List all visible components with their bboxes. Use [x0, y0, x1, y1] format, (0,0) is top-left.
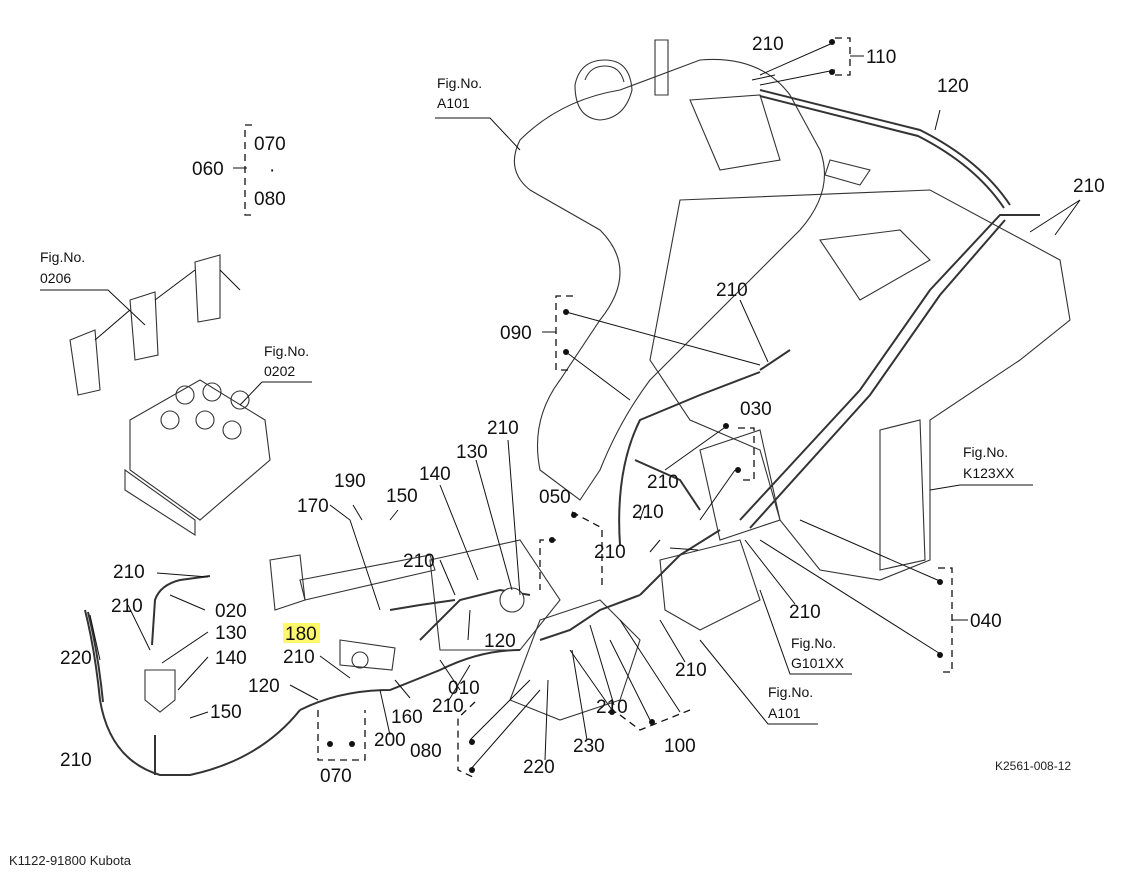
callout-210: 210: [432, 696, 464, 717]
callout-120: 120: [937, 76, 969, 97]
figure-ref-a101-top: Fig.No. A101: [437, 75, 482, 111]
callout-160: 160: [391, 707, 423, 728]
callout-190: 190: [334, 471, 366, 492]
callout-210: 210: [596, 697, 628, 718]
callout-230: 230: [573, 736, 605, 757]
callout-210: 210: [675, 660, 707, 681]
figure-ref-0202: Fig.No. 0202: [264, 343, 309, 379]
figure-ref-line1: Fig.No.: [40, 249, 85, 265]
callout-210: 210: [716, 280, 748, 301]
leader-lines: [40, 37, 1081, 779]
figure-ref-line2: A101: [437, 95, 470, 111]
figure-ref-0206: Fig.No. 0206: [40, 249, 85, 286]
callout-220: 220: [523, 757, 555, 778]
callout-080: 080: [410, 741, 442, 762]
callout-120: 120: [484, 631, 516, 652]
callout-070: 070: [320, 766, 352, 787]
callout-210: 210: [789, 602, 821, 623]
callout-210: 210: [111, 596, 143, 617]
diagram-caption: K1122-91800 Kubota: [9, 853, 131, 868]
callout-080: 080: [254, 189, 286, 210]
figure-ref-line1: Fig.No.: [963, 444, 1008, 460]
figure-ref-line1: Fig.No.: [791, 635, 836, 651]
callout-180-highlighted: 180: [285, 624, 317, 645]
figure-ref-g101xx: Fig.No. G101XX: [791, 635, 845, 671]
callout-040: 040: [970, 611, 1002, 632]
callout-210: 210: [632, 502, 664, 523]
callout-210: 210: [403, 551, 435, 572]
reference-dots: [327, 39, 943, 773]
figure-ref-a101-bottom: Fig.No. A101: [768, 684, 813, 721]
callout-100: 100: [664, 736, 696, 757]
figure-ref-line2: K123XX: [963, 465, 1015, 481]
figure-ref-line2: 0206: [40, 270, 71, 286]
callout-210: 210: [594, 542, 626, 563]
callout-210: 210: [647, 472, 679, 493]
callout-220: 220: [60, 648, 92, 669]
callout-140: 140: [419, 464, 451, 485]
fuel-hoses-drawing: [84, 89, 1040, 776]
part-callouts: 060 070 · 080 110 120 210 210 090 210 03…: [60, 34, 1105, 787]
callout-010: 010: [448, 678, 480, 699]
callout-210: 210: [1073, 176, 1105, 197]
callout-150: 150: [210, 702, 242, 723]
figure-ref-line2: 0202: [264, 363, 295, 379]
callout-130: 130: [215, 623, 247, 644]
figure-ref-line1: Fig.No.: [437, 75, 482, 91]
callout-210: 210: [60, 750, 92, 771]
figure-ref-line2: A101: [768, 705, 801, 721]
callout-130: 130: [456, 442, 488, 463]
engine-block-drawing: [69, 39, 1071, 721]
figure-ref-line1: Fig.No.: [264, 343, 309, 359]
callout-120: 120: [248, 676, 280, 697]
callout-140: 140: [215, 648, 247, 669]
callout-030: 030: [740, 399, 772, 420]
figure-ref-k123xx: Fig.No. K123XX: [963, 444, 1015, 481]
callout-210: 210: [487, 418, 519, 439]
highlight-marker: [283, 623, 320, 643]
drawing-code: K2561-008-12: [995, 759, 1071, 773]
callout-210: 210: [752, 34, 784, 55]
callout-170: 170: [297, 496, 329, 517]
callout-210: 210: [283, 647, 315, 668]
callout-090: 090: [500, 323, 532, 344]
callout-050: 050: [539, 487, 571, 508]
callout-110: 110: [866, 47, 896, 68]
figure-ref-line1: Fig.No.: [768, 684, 813, 700]
callout-150: 150: [386, 486, 418, 507]
callout-070: 070: [254, 134, 286, 155]
callout-200: 200: [374, 730, 406, 751]
callout-020: 020: [215, 601, 247, 622]
callout-210: 210: [113, 562, 145, 583]
callout-dot: ·: [269, 160, 275, 181]
figure-ref-line2: G101XX: [791, 655, 845, 671]
callout-060: 060: [192, 159, 224, 180]
